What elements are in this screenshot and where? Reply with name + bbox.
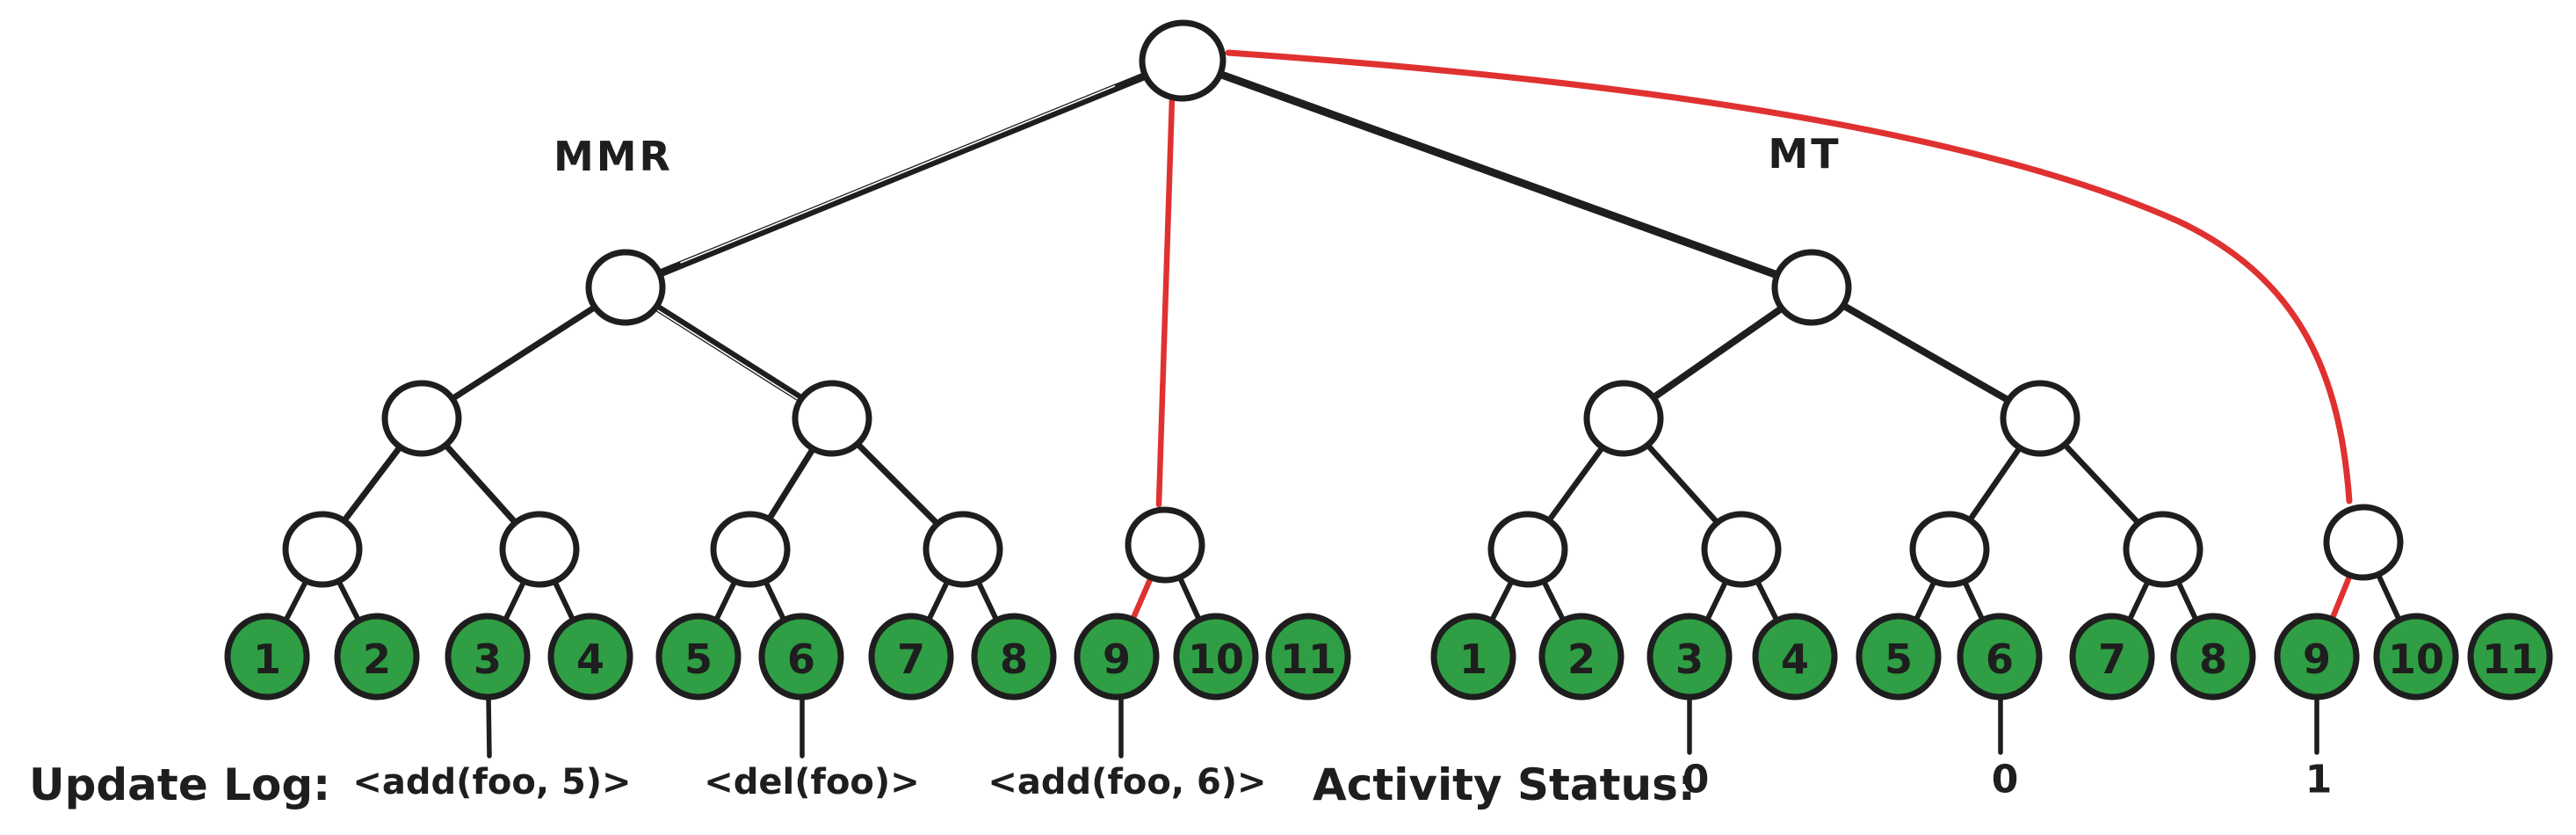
activity-status-value-1: 0 [1682, 758, 1710, 802]
mt-l4-2-node [1701, 511, 1782, 588]
mmr-tree-label: MMR [554, 133, 673, 180]
activity-status-value-2: 0 [1992, 758, 2019, 802]
mt-leaf-5-circle [1856, 613, 1942, 701]
mmr-subroot-node [585, 249, 666, 326]
mt-leaf-7-number: 7 [2098, 635, 2126, 683]
mt-l4-3-node [1909, 511, 1990, 588]
mt-leaf-6-circle [1957, 613, 2043, 701]
mmr-leaf-9-circle [1074, 613, 1160, 701]
mt-l3-left-node [1583, 380, 1664, 457]
mmr-leaf-8-number: 8 [1000, 635, 1028, 683]
mt-leaf-8-number: 8 [2199, 635, 2227, 683]
mmr-leaf3-log-line [486, 693, 492, 759]
mt-leaf-1-number: 1 [1459, 635, 1487, 683]
mmr-leaf-2-circle [334, 613, 420, 701]
mmr-leaf-8-circle [971, 613, 1057, 701]
mmr-l4-1-node [282, 511, 363, 588]
mt-leaf-1-circle [1430, 613, 1516, 701]
edge-double-stroke-gap [648, 304, 811, 408]
mmr-leaf-6-circle [758, 613, 844, 701]
root-to-mt-subtree-red-curve [1225, 49, 2353, 505]
root-to-mmr-peak-red-line [1155, 95, 1176, 508]
mt-leaf-4-circle [1752, 613, 1838, 701]
mt-leaf-5-number: 5 [1885, 635, 1913, 683]
update-log-entry-3: <add(foo, 6)> [988, 762, 1266, 802]
mt-leaf-7-circle [2069, 613, 2155, 701]
mmr-l3-right-node [792, 380, 872, 457]
edge-double-stroke-gap [680, 84, 1116, 264]
mt-leaf-3-circle [1646, 613, 1733, 701]
mt-leaf-11-circle [2467, 613, 2553, 701]
mt-tree-label: MT [1768, 130, 1841, 178]
mmr-leaf-1-circle [224, 613, 310, 701]
mmr-l3-left-node [381, 380, 462, 457]
mt-leaf-2-number: 2 [1567, 635, 1596, 683]
mmr-leaf-5-number: 5 [684, 635, 713, 683]
edge-shared-root-to-mmr-subroot [621, 56, 1187, 292]
mt-leaf-10-number: 10 [2388, 635, 2444, 683]
mt-leaf-3-number: 3 [1675, 635, 1704, 683]
mmr-leaf-11-circle [1265, 613, 1351, 701]
mmr-leaf-10-number: 10 [1188, 635, 1244, 683]
mt-leaf-2-circle [1538, 613, 1624, 701]
mt-l4-5-node [2323, 504, 2404, 581]
mt-subroot-node [1771, 249, 1852, 326]
mmr-l4-3-node [710, 511, 791, 588]
mt-leaf-9-number: 9 [2303, 635, 2331, 683]
mt-l4-1-node [1487, 511, 1568, 588]
mmr-leaf-3-number: 3 [474, 635, 502, 683]
mmr-l4-5-node [1125, 506, 1205, 584]
mmr-leaf-5-circle [655, 613, 742, 701]
edge-mmr-subroot-to-mmr-l3-right [621, 283, 836, 423]
mmr-leaf-4-circle [547, 613, 633, 701]
mt-leaf-6-number: 6 [1986, 635, 2014, 683]
mmr-leaf-11-number: 11 [1280, 635, 1336, 683]
mmr-leaf-2-number: 2 [363, 635, 391, 683]
mmr-leaf-7-circle [868, 613, 954, 701]
mmr-leaf-3-circle [445, 613, 531, 701]
mmr-l4-2-node [499, 511, 580, 588]
mmr-leaf-7-number: 7 [897, 635, 925, 683]
update-log-label: Update Log: [29, 759, 330, 810]
mt-l3-right-node [2000, 380, 2080, 457]
mt-leaf-8-circle [2170, 613, 2256, 701]
mmr-leaf-10-circle [1173, 613, 1259, 701]
mt-leaf-11-number: 11 [2482, 635, 2538, 683]
edge-shared-root-to-mt-subroot [1178, 56, 1816, 292]
mt-leaf-10-circle [2373, 613, 2459, 701]
mt-l4-4-node [2123, 511, 2203, 588]
mmr-leaf-1-number: 1 [253, 635, 281, 683]
mmr-l4-4-node [923, 511, 1003, 588]
mt-leaf-9-circle [2274, 613, 2360, 701]
shared-root-node [1139, 19, 1226, 102]
update-log-entry-2: <del(foo)> [704, 762, 919, 802]
mt-leaf-4-number: 4 [1781, 635, 1809, 683]
edge-mt-subroot-to-mt-l3-right [1808, 284, 2044, 422]
activity-status-label: Activity Status: [1313, 759, 1696, 810]
mmr-leaf-6-number: 6 [787, 635, 815, 683]
mmr-leaf-9-number: 9 [1103, 635, 1131, 683]
update-log-entry-1: <add(foo, 5)> [352, 762, 631, 802]
edge-mmr-subroot-to-mmr-l3-left [418, 284, 629, 422]
activity-status-value-3: 1 [2305, 758, 2333, 802]
mmr-leaf-4-number: 4 [576, 635, 604, 683]
